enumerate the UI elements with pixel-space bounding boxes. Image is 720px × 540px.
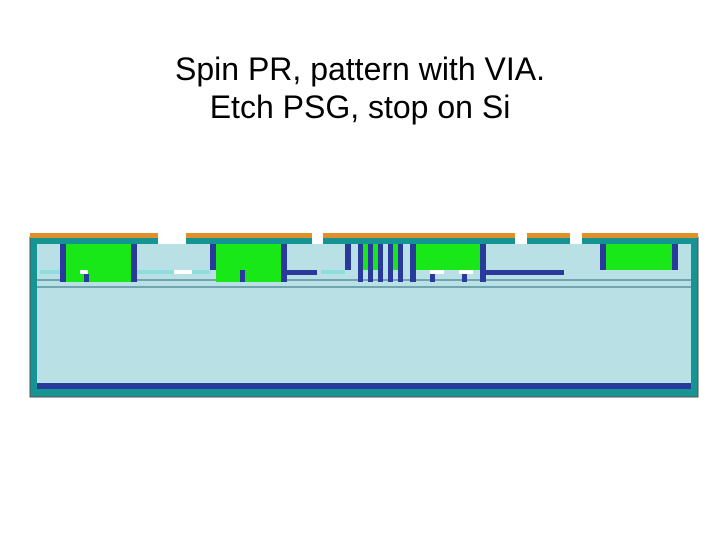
metal-wall	[60, 244, 66, 282]
photoresist-layer	[30, 233, 698, 238]
via-opening	[515, 232, 527, 244]
metal-wall	[281, 244, 287, 282]
metal-wall	[358, 244, 363, 282]
metal-plug	[430, 274, 435, 282]
green-fill-region	[363, 244, 368, 270]
metal-wall	[672, 244, 678, 270]
thin-layer	[137, 270, 210, 274]
via-opening	[570, 232, 582, 244]
green-fill-region	[416, 244, 480, 270]
green-fill-region	[66, 244, 131, 282]
metal-wall	[398, 244, 403, 282]
bottom-metal-layer	[37, 383, 691, 389]
metal-wall	[388, 244, 393, 282]
metal-wall	[480, 244, 486, 282]
metal-wall	[378, 244, 383, 282]
metal-wall	[131, 244, 137, 282]
green-fill-region	[393, 244, 398, 270]
opening	[174, 270, 192, 274]
green-fill-region	[606, 244, 672, 270]
green-fill-region	[373, 244, 378, 270]
metal-line	[287, 270, 317, 275]
metal-wall	[345, 244, 351, 270]
metal-line	[486, 270, 564, 275]
opening	[80, 270, 88, 274]
green-fill-region	[216, 244, 281, 282]
metal-plug	[462, 274, 467, 282]
opening	[430, 270, 444, 274]
thin-layer	[40, 270, 60, 274]
metal-plug	[240, 270, 245, 282]
metal-wall	[600, 244, 606, 270]
thin-layer	[321, 270, 345, 274]
title-line-1: Spin PR, pattern with VIA.	[175, 51, 545, 87]
metal-wall	[210, 244, 216, 270]
via-opening	[158, 232, 186, 244]
metal-wall	[368, 244, 373, 282]
metal-plug	[84, 274, 89, 282]
slide-title: Spin PR, pattern with VIA. Etch PSG, sto…	[0, 50, 720, 126]
via-opening	[312, 232, 323, 244]
metal-wall	[410, 244, 416, 282]
opening	[459, 270, 473, 274]
title-line-2: Etch PSG, stop on Si	[209, 89, 511, 125]
